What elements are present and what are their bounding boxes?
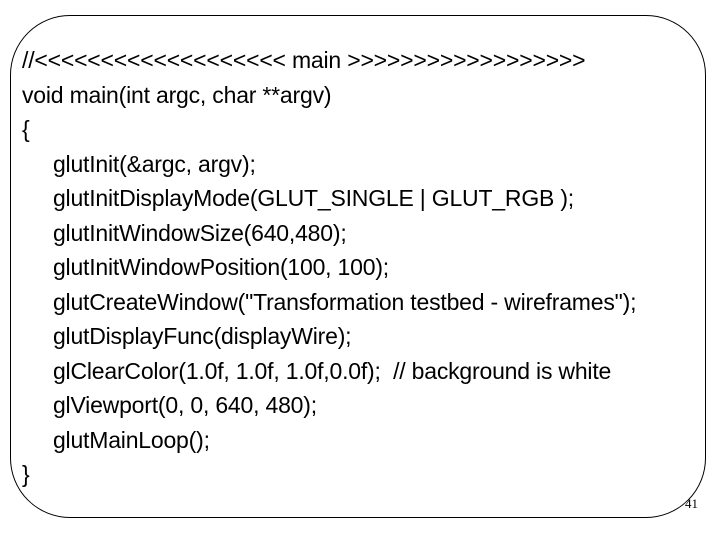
code-line: glClearColor(1.0f, 1.0f, 1.0f,0.0f); // … (22, 357, 612, 384)
code-line: //<<<<<<<<<<<<<<<<<<< main >>>>>>>>>>>>>… (22, 47, 586, 73)
code-line: { (22, 116, 30, 142)
code-line: void main(int argc, char **argv) (22, 81, 332, 108)
page-number: 41 (685, 496, 698, 511)
code-line: } (22, 461, 30, 487)
code-line: glutInitWindowPosition(100, 100); (22, 254, 389, 280)
code-line: glViewport(0, 0, 640, 480); (22, 392, 317, 418)
code-line: glutDisplayFunc(displayWire); (22, 323, 352, 349)
slide-border-frame (10, 15, 706, 518)
code-line: glutInitDisplayMode(GLUT_SINGLE | GLUT_R… (22, 185, 574, 211)
code-block: //<<<<<<<<<<<<<<<<<<< main >>>>>>>>>>>>>… (22, 43, 636, 492)
code-line: glutCreateWindow("Transformation testbed… (22, 288, 637, 315)
code-line: glutInitWindowSize(640,480); (22, 219, 347, 246)
code-line: glutInit(&argc, argv); (22, 150, 256, 177)
code-line: glutMainLoop(); (22, 426, 210, 453)
